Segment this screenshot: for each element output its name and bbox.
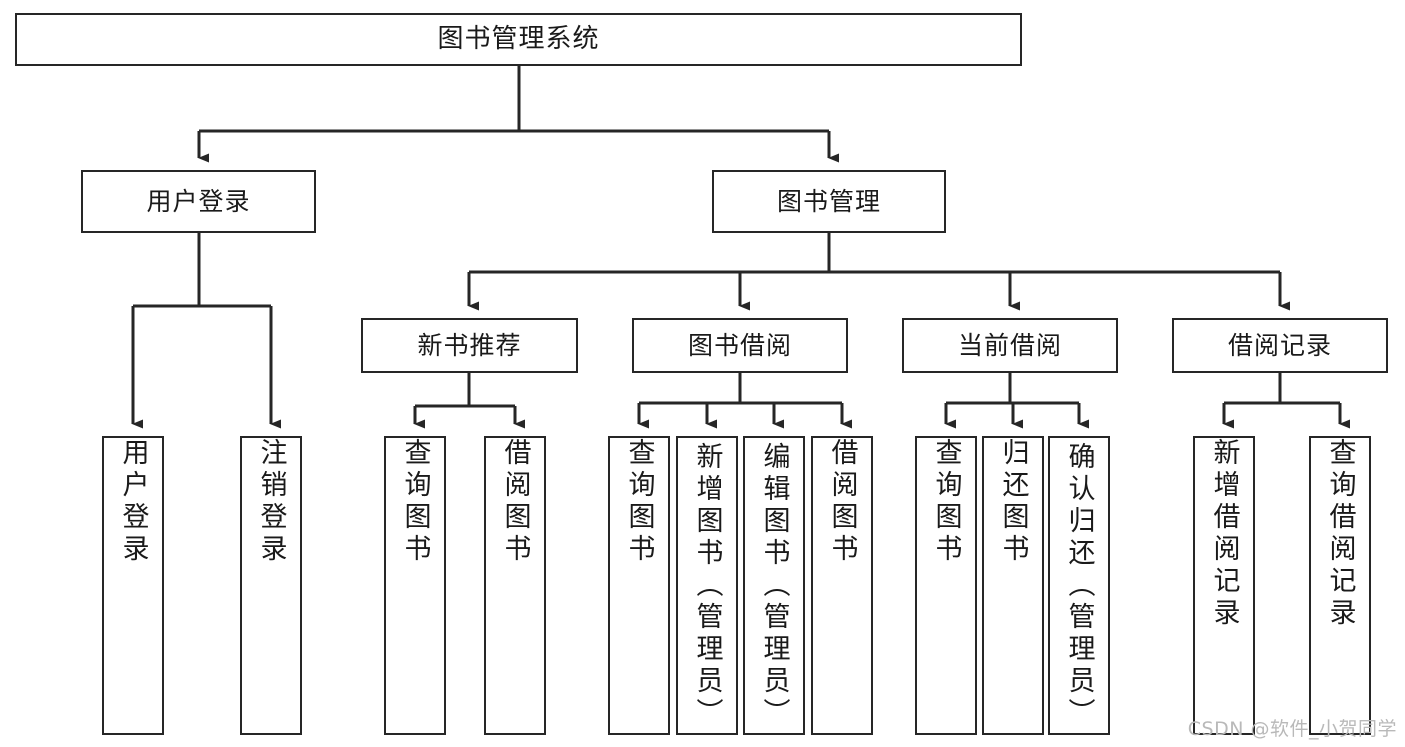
- node-current-borrowing[interactable]: 当前借阅: [902, 318, 1118, 373]
- node-label: 新书推荐: [417, 330, 522, 360]
- node-book-borrowing[interactable]: 图书借阅: [632, 318, 848, 373]
- leaf-query-book-borrow[interactable]: 查询图书: [608, 436, 670, 735]
- leaf-query-borrow-record[interactable]: 查询借阅记录: [1309, 436, 1371, 735]
- node-label: 借阅图书: [499, 438, 531, 566]
- node-label: 编辑图书（管理员）: [758, 442, 790, 730]
- leaf-add-book-admin[interactable]: 新增图书（管理员）: [676, 436, 738, 735]
- node-label: 借阅记录: [1227, 330, 1332, 360]
- node-root-book-management-system[interactable]: 图书管理系统: [15, 13, 1022, 66]
- node-new-book-recommendation[interactable]: 新书推荐: [361, 318, 578, 373]
- leaf-add-borrow-record[interactable]: 新增借阅记录: [1193, 436, 1255, 735]
- leaf-borrow-book-new-recommend[interactable]: 借阅图书: [484, 436, 546, 735]
- node-label: 注销登录: [255, 438, 287, 566]
- node-label: 图书管理: [776, 186, 881, 216]
- node-label: 用户登录: [146, 186, 251, 216]
- node-label: 用户登录: [117, 438, 149, 566]
- node-label: 借阅图书: [826, 438, 858, 566]
- node-label: 图书借阅: [687, 330, 792, 360]
- node-label: 查询借阅记录: [1324, 438, 1356, 630]
- node-label: 图书管理系统: [437, 24, 600, 55]
- node-label: 查询图书: [623, 438, 655, 566]
- leaf-query-book-new-recommend[interactable]: 查询图书: [384, 436, 446, 735]
- leaf-edit-book-admin[interactable]: 编辑图书（管理员）: [743, 436, 805, 735]
- node-label: 查询图书: [399, 438, 431, 566]
- node-borrowing-records[interactable]: 借阅记录: [1172, 318, 1388, 373]
- leaf-user-login[interactable]: 用户登录: [102, 436, 164, 735]
- node-label: 新增图书（管理员）: [691, 442, 723, 730]
- node-label: 确认归还（管理员）: [1063, 442, 1095, 730]
- leaf-logout[interactable]: 注销登录: [240, 436, 302, 735]
- node-book-management[interactable]: 图书管理: [712, 170, 946, 233]
- node-label: 当前借阅: [957, 330, 1062, 360]
- node-label: 新增借阅记录: [1208, 438, 1240, 630]
- leaf-confirm-return-admin[interactable]: 确认归还（管理员）: [1048, 436, 1110, 735]
- node-user-login[interactable]: 用户登录: [81, 170, 316, 233]
- node-label: 归还图书: [997, 438, 1029, 566]
- leaf-borrow-book[interactable]: 借阅图书: [811, 436, 873, 735]
- node-label: 查询图书: [930, 438, 962, 566]
- watermark-text: CSDN @软件_小贺同学: [1187, 718, 1397, 740]
- leaf-query-book-current[interactable]: 查询图书: [915, 436, 977, 735]
- leaf-return-book[interactable]: 归还图书: [982, 436, 1044, 735]
